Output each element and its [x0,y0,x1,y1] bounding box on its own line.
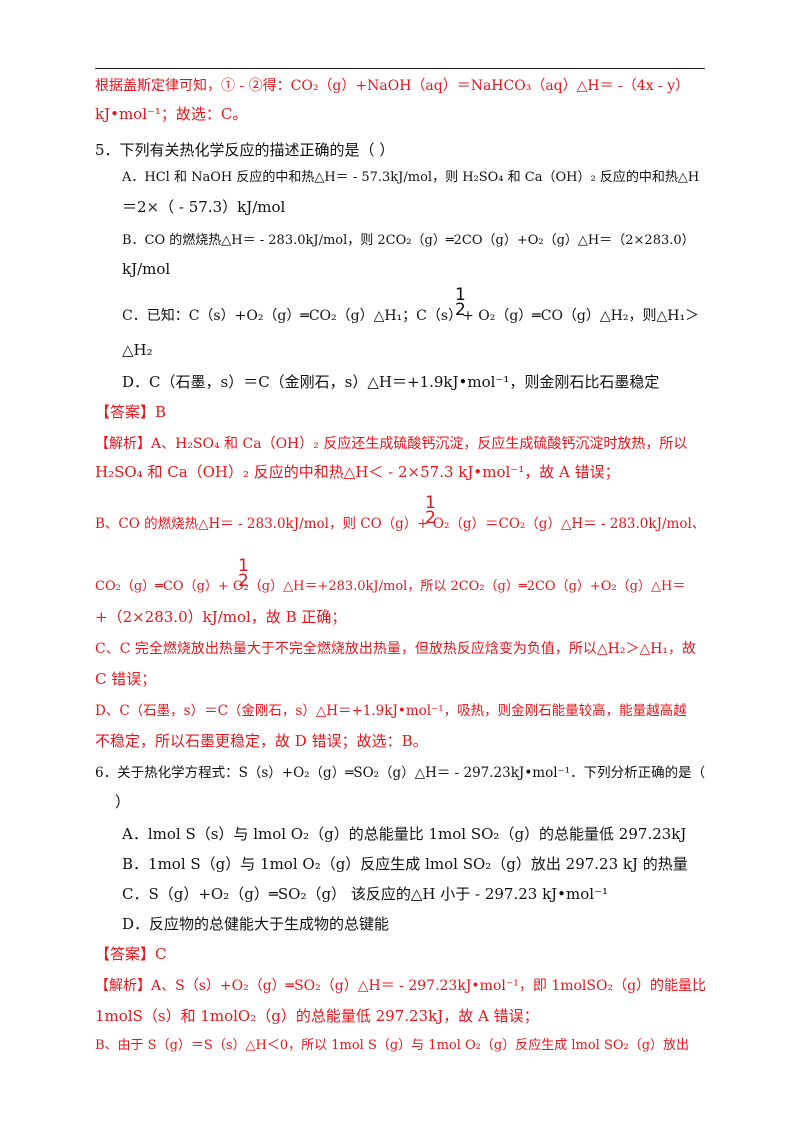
explanation-5c-cont: C 错误； [95,670,157,688]
option-6a: A．lmol S（s）与 lmol O₂（g）的总能量比 1mol SO₂（g）… [122,825,687,843]
option-5a-cont: ＝2×（ - 57.3）kJ/mol [122,198,286,216]
answer-5: 【答案】B [95,403,167,421]
option-5a: A．HCl 和 NaOH 反应的中和热△H＝ - 57.3kJ/mol，则 H₂… [122,170,700,185]
explanation-5b-cont: CO₂（g）═CO（g）+ O₂（g）△H＝+283.0kJ/mol，所以 2C… [95,579,686,594]
question-6-cont: ） [115,793,131,811]
explanation-5b-cont2: +（2×283.0）kJ/mol，故 B 正确； [95,608,347,626]
explanation-5d-cont: 不稳定，所以石墨更稳定，故 D 错误；故选：B。 [95,732,428,750]
explanation-5d: D、C（石墨，s）＝C（金刚石，s）△H＝+1.9kJ•mol⁻¹，吸热，则金刚… [95,703,687,719]
option-5b-cont: kJ/mol [122,260,171,278]
option-5b: B．CO 的燃烧热△H＝ - 283.0kJ/mol，则 2CO₂（g）═2CO… [122,233,695,248]
option-6d: D．反应物的总健能大于生成物的总键能 [122,915,390,933]
text-line: 根据盖斯定律可知，① - ②得：CO₂（g）+NaOH（aq）＝NaHCO₃（a… [95,78,690,94]
explanation-6b: B、由于 S（g）＝S（s）△H＜0，所以 1mol S（g）与 1mol O₂… [95,1038,690,1053]
option-5c: C．已知：C（s）+O₂（g）═CO₂（g）△H₁；C（s）+ O₂（g）═CO… [122,308,700,324]
explanation-5a: 【解析】A、H₂SO₄ 和 Ca（OH）₂ 反应还生成硫酸钙沉淀，反应生成硫酸钙… [95,436,688,452]
option-5c-cont: △H₂ [122,341,153,359]
answer-6: 【答案】C [95,945,167,963]
question-5: 5．下列有关热化学反应的描述正确的是（ ） [95,141,395,159]
explanation-6a: 【解析】A、S（s）+O₂（g）═SO₂（g）△H＝ - 297.23kJ•mo… [95,978,707,994]
explanation-5b: B、CO 的燃烧热△H＝ - 283.0kJ/mol，则 CO（g）+ O₂（g… [95,516,706,532]
explanation-5c: C、C 完全燃烧放出热量大于不完全燃烧放出热量，但放热反应焓变为负值，所以△H₂… [95,641,697,657]
option-6c: C．S（g）+O₂（g）═SO₂（g） 该反应的△H 小于 - 297.23 k… [122,885,608,903]
question-6: 6．关于热化学方程式：S（s）+O₂（g）═SO₂（g）△H＝ - 297.23… [95,765,706,781]
option-5d: D．C（石墨，s）＝C（金刚石，s）△H＝+1.9kJ•mol⁻¹，则金刚石比石… [122,373,660,391]
explanation-5a-cont: H₂SO₄ 和 Ca（OH）₂ 反应的中和热△H＜ - 2×57.3 kJ•mo… [95,463,620,481]
text-line: kJ•mol⁻¹；故选：C。 [95,105,248,123]
option-6b: B．1mol S（g）与 1mol O₂（g）反应生成 lmol SO₂（g）放… [122,855,688,873]
explanation-6a-cont: 1molS（s）和 1molO₂（g）的总能量低 297.23kJ，故 A 错误… [95,1007,539,1025]
header-rule [95,68,705,69]
